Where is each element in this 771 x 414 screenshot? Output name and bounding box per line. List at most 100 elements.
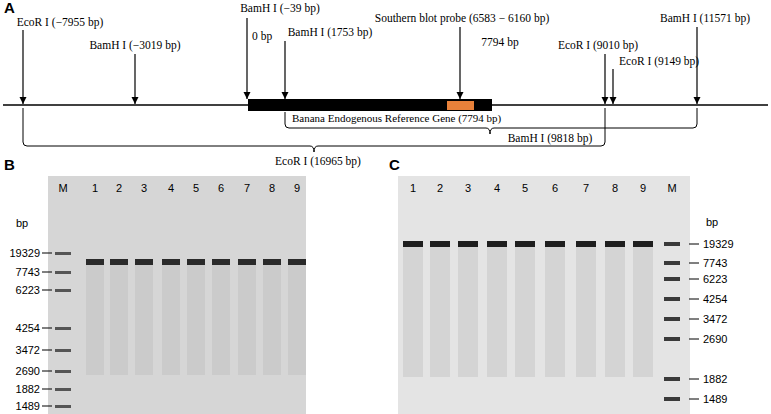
- gel-label: 8: [612, 182, 618, 194]
- figure-part: [487, 241, 507, 247]
- site-arrow: [134, 54, 135, 104]
- gel-label: bp: [706, 216, 718, 228]
- marker-bands: [664, 242, 680, 401]
- site-label: Southern blot probe (6583 − 6160 bp): [375, 12, 550, 25]
- fragment-brace: [23, 108, 605, 152]
- site-label: EcoR I (9010 bp): [558, 39, 638, 52]
- figure-part: [487, 247, 507, 377]
- figure-part: [42, 389, 52, 390]
- figure-part: [633, 247, 653, 377]
- figure-part: [42, 253, 52, 254]
- figure-part: [576, 241, 596, 247]
- gel-label: 7: [583, 182, 589, 194]
- gel-bands: [403, 241, 653, 247]
- gel-label: 4: [168, 182, 174, 194]
- gel-label: 2690: [703, 333, 727, 345]
- figure-part: [135, 265, 153, 375]
- figure-part: [55, 252, 71, 255]
- gel-label: 19329: [703, 238, 734, 250]
- lane-smears: [403, 247, 653, 377]
- figure-part: [605, 241, 625, 247]
- figure-part: [664, 277, 680, 281]
- figure-part: [263, 259, 281, 265]
- figure-part: [86, 259, 104, 265]
- figure-part: [515, 241, 535, 247]
- figure-part: [55, 271, 71, 274]
- site-label: BamH I (9818 bp): [508, 132, 593, 145]
- gel-label: 3472: [703, 313, 727, 325]
- figure-part: [458, 247, 478, 377]
- figure-part: [55, 405, 71, 408]
- panel-letter: B: [4, 157, 15, 173]
- gel-label: 9: [294, 182, 300, 194]
- figure-part: [605, 247, 625, 377]
- figure-part: [42, 328, 52, 329]
- site-arrow: [22, 30, 23, 104]
- figure-part: [689, 399, 699, 400]
- figure-part: [664, 242, 680, 246]
- gel-label: 7: [244, 182, 250, 194]
- panel-letter: A: [4, 0, 15, 16]
- site-arrow: [246, 18, 247, 99]
- gel-label: 1882: [16, 383, 40, 395]
- figure-part: [689, 244, 699, 245]
- gel-label: 4: [494, 182, 500, 194]
- figure-part: [55, 349, 71, 352]
- gel-label: 3472: [16, 344, 40, 356]
- gel-label: 4254: [703, 293, 727, 305]
- figure-part: [238, 265, 256, 375]
- figure-part: [55, 388, 71, 391]
- gel-label: 2690: [16, 365, 40, 377]
- gel-label: 6: [218, 182, 224, 194]
- site-label: 0 bp: [252, 30, 272, 43]
- marker-ticks: [42, 253, 52, 406]
- figure-part: [430, 241, 450, 247]
- figure-part: [288, 259, 306, 265]
- figure-part: [515, 247, 535, 377]
- marker-ticks: [689, 244, 699, 399]
- figure-part: [458, 241, 478, 247]
- figure-part: [55, 370, 71, 373]
- gel-label: 9: [640, 182, 646, 194]
- gel-label: 19329: [9, 247, 40, 259]
- figure-part: [212, 265, 230, 375]
- figure-part: [42, 272, 52, 273]
- gel-bands: [86, 259, 306, 265]
- panel-letter: C: [389, 157, 400, 173]
- site-label: BamH I (11571 bp): [660, 12, 750, 25]
- figure-part: [576, 247, 596, 377]
- site-arrow: [459, 27, 460, 99]
- gel-label: 7743: [16, 266, 40, 278]
- figure-part: [110, 259, 128, 265]
- site-arrow: [604, 54, 605, 104]
- figure-part: [86, 265, 104, 375]
- lane-smears: [86, 265, 306, 375]
- figure-part: [110, 265, 128, 375]
- gel-label: 3: [465, 182, 471, 194]
- figure-part: [430, 247, 450, 377]
- site-label: BamH I (−3019 bp): [89, 39, 180, 52]
- site-label: 7794 bp: [481, 36, 518, 49]
- figure-part: [664, 317, 680, 321]
- figure-part: [42, 350, 52, 351]
- figure-part: [689, 279, 699, 280]
- site-arrow: [284, 41, 285, 99]
- site-label: BamH I (1753 bp): [288, 26, 373, 39]
- figure-part: [664, 337, 680, 341]
- site-label: BamH I (−39 bp): [240, 2, 320, 15]
- site-label: EcoR I (−7955 bp): [17, 16, 104, 29]
- figure-part: [238, 259, 256, 265]
- figure-part: [689, 319, 699, 320]
- figure-part: [288, 265, 306, 375]
- figure-part: [403, 247, 423, 377]
- figure-part: [42, 406, 52, 407]
- figure-part: [689, 339, 699, 340]
- gene-label: Banana Endogenous Reference Gene (7794 b…: [292, 112, 492, 124]
- figure-part: [55, 327, 71, 330]
- gene-region: Banana Endogenous Reference Gene (7794 b…: [248, 99, 492, 124]
- gel-label: 2: [437, 182, 443, 194]
- site-label: EcoR I (9149 bp): [619, 55, 699, 68]
- figure-part: [689, 299, 699, 300]
- figure-part: [55, 289, 71, 292]
